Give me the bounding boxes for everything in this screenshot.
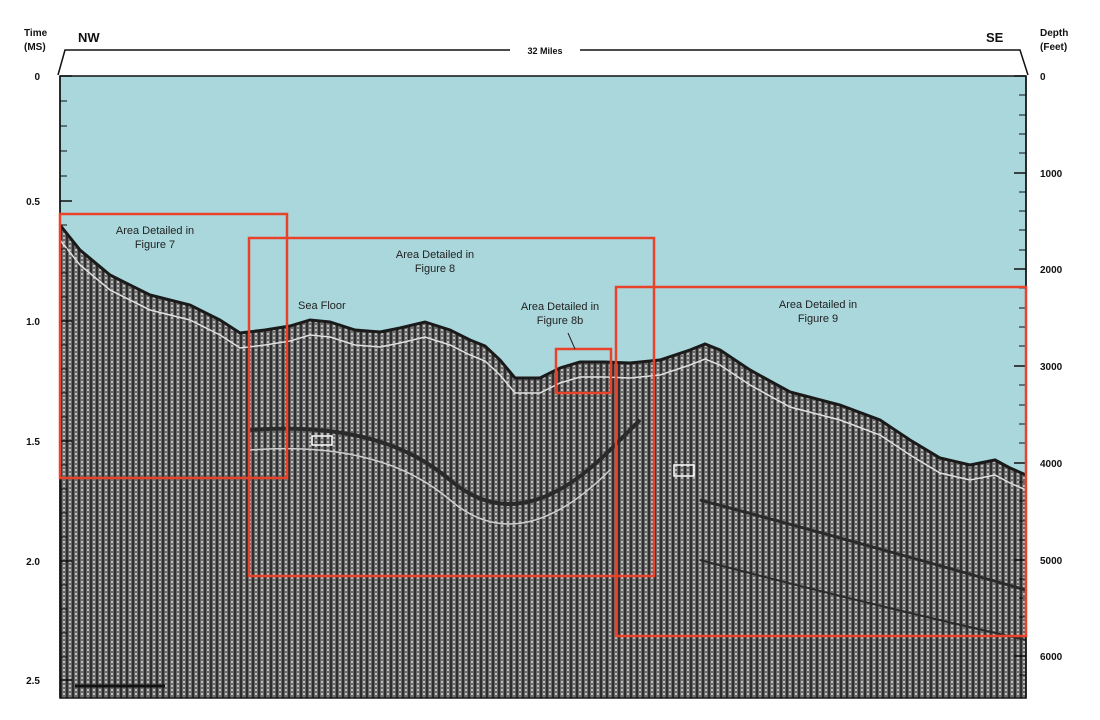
depth-tick-label: 5000 [1040, 556, 1063, 567]
figure-8b-label-line1: Area Detailed in [521, 301, 599, 313]
time-axis-title-line2: (MS) [24, 42, 46, 53]
figure-8-label-line1: Area Detailed in [396, 249, 474, 261]
depth-tick-label: 4000 [1040, 459, 1063, 470]
detail-box-figure-9 [614, 285, 1028, 638]
time-axis-title-line1: Time [24, 28, 48, 39]
time-tick-label: 1.0 [26, 317, 40, 328]
depth-axis-title-line1: Depth [1040, 28, 1068, 39]
detail-box-figure-8b [554, 347, 613, 395]
figure-7-label-line1: Area Detailed in [116, 225, 194, 237]
depth-tick-label: 1000 [1040, 169, 1063, 180]
detail-boxes [58, 212, 1028, 638]
seismic-section [60, 225, 1026, 698]
time-tick-label: 0.5 [26, 197, 40, 208]
time-tick-label: 1.5 [26, 437, 40, 448]
detail-box-figure-8 [247, 236, 656, 578]
time-tick-label: 2.5 [26, 676, 40, 687]
sea-floor-label: Sea Floor [298, 300, 346, 312]
depth-tick-label: 3000 [1040, 362, 1063, 373]
depth-tick-label: 0 [1040, 72, 1046, 83]
depth-axis-title-line2: (Feet) [1040, 42, 1067, 53]
profile-panel: Sea Floor [58, 75, 1027, 699]
figure-9-label-line2: Figure 9 [798, 313, 838, 325]
time-tick-label: 2.0 [26, 557, 40, 568]
time-tick-label: 0 [34, 72, 40, 83]
depth-tick-label: 2000 [1040, 265, 1063, 276]
reflector-horizon [249, 418, 642, 506]
figure-9-label-line1: Area Detailed in [779, 299, 857, 311]
depth-tick-label: 6000 [1040, 652, 1063, 663]
figure-8-label-line2: Figure 8 [415, 263, 455, 275]
figure-8b-leader [567, 332, 576, 350]
figure-7-label-line2: Figure 7 [135, 239, 175, 251]
well-marker [311, 435, 333, 446]
figure-8b-label-line2: Figure 8b [537, 315, 583, 327]
detail-box-figure-7 [58, 212, 289, 480]
direction-se: SE [986, 30, 1004, 45]
scale-label: 32 Miles [527, 46, 562, 56]
direction-nw: NW [78, 30, 100, 45]
well-marker [673, 464, 695, 477]
scale-bracket: 32 Miles [57, 44, 1029, 76]
